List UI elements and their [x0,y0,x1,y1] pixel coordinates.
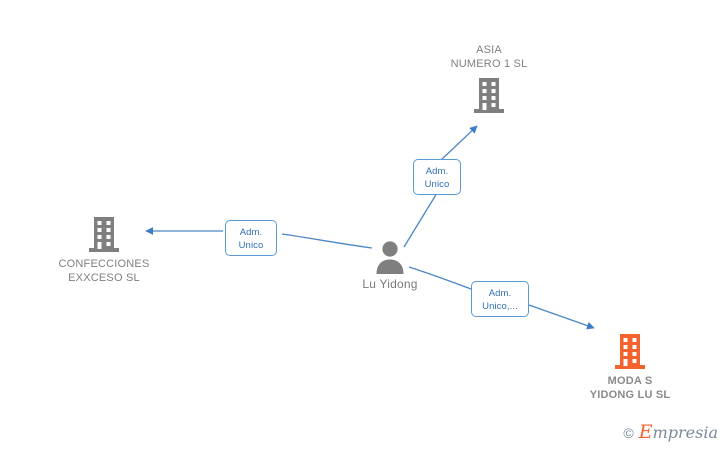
company-building-icon [474,77,504,113]
edge-person-to-confecciones [281,233,373,249]
company-building-icon [615,334,645,369]
empresia-brand-text: Empresia [639,423,718,442]
node-moda-s-yidong-lu-sl[interactable]: MODA S YIDONG LU SL [550,332,710,403]
copyright-icon: © [623,424,634,441]
node-asia-label: ASIA NUMERO 1 SL [450,44,528,70]
edge-label-person-to-confecciones[interactable]: Adm. Unico [225,220,277,256]
person-icon [376,241,404,274]
edge-person-to-asia [403,192,438,248]
node-confecciones-label: CONFECCIONES EXXCESO SL [58,258,150,284]
edge-label-person-to-asia[interactable]: Adm. Unico [413,159,461,195]
empresia-brand-rest: mpresia [652,423,718,442]
edge-label-person-to-modas[interactable]: Adm. Unico,... [471,281,529,317]
node-lu-yidong-label: Lu Yidong [362,277,418,291]
company-building-icon [89,217,119,252]
node-confecciones-exxceso-sl[interactable]: CONFECCIONES EXXCESO SL [24,215,184,286]
node-lu-yidong[interactable]: Lu Yidong [310,240,470,292]
edge-person-to-modas [408,266,472,290]
edge-person-to-asia-arrow-segment [440,125,478,161]
edge-person-to-modas-arrow-segment [528,304,595,330]
empresia-watermark: © Empresia [623,423,718,442]
node-asia-numero-1-sl[interactable]: ASIA NUMERO 1 SL [409,44,569,116]
empresia-brand-initial: E [638,421,653,443]
node-moda-s-label: MODA S YIDONG LU SL [589,375,671,401]
